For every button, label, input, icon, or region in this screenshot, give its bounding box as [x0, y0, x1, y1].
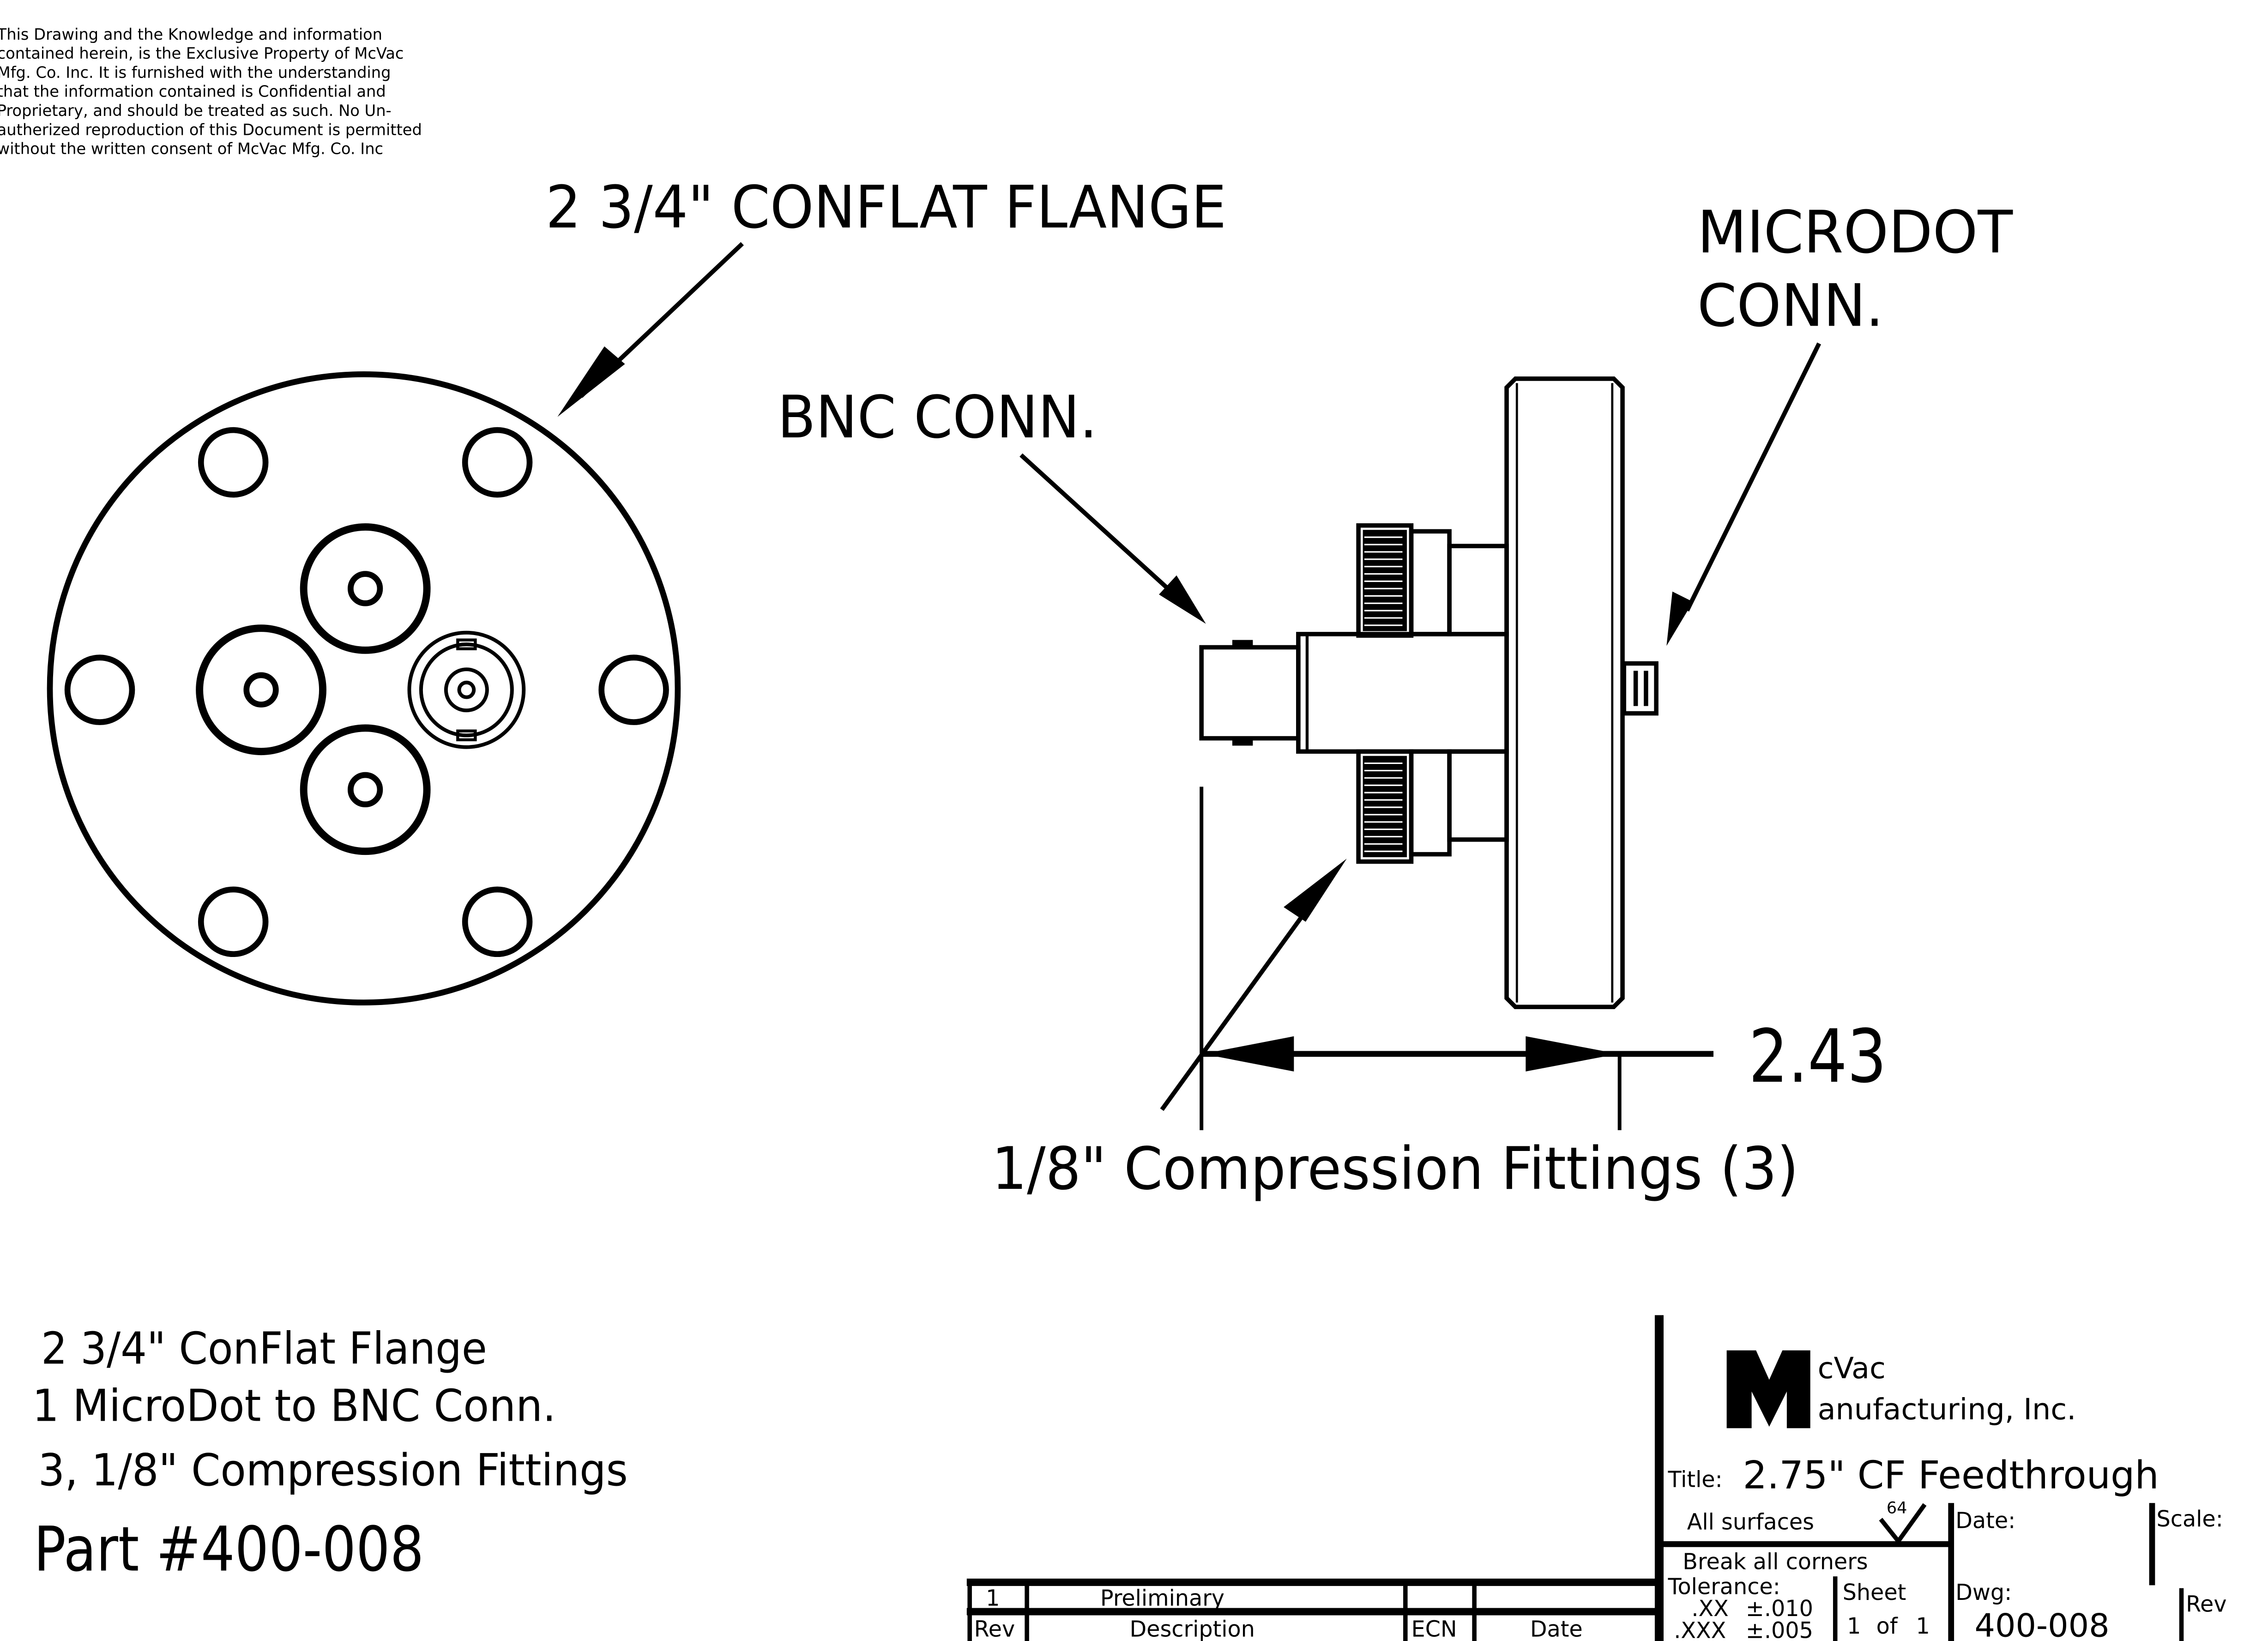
header-rev: Rev	[974, 1617, 1015, 1641]
tolerance-label: Tolerance:	[1668, 1574, 1780, 1599]
microdot-leader-line	[1685, 342, 1822, 612]
dimension-arrowhead-left-icon	[1203, 1036, 1294, 1072]
bnc-inner-ring	[419, 642, 514, 738]
bnc-insulator	[444, 667, 489, 713]
sheet-number: 1	[1847, 1614, 1861, 1639]
compression-callout-label: 1/8" Compression Fittings (3)	[992, 1134, 1798, 1203]
fitting-bore	[243, 672, 279, 708]
legal-line: Proprietary, and should be treated as su…	[0, 102, 392, 120]
fitting-body	[1409, 529, 1452, 636]
flange-outline	[47, 371, 681, 1005]
fitting-bore	[348, 571, 383, 606]
bnc-arrowhead-icon	[1159, 575, 1206, 624]
microdot-callout-label-line1: MICRODOT	[1697, 198, 2013, 266]
legal-notice: This Drawing and the Knowledge and infor…	[0, 25, 422, 158]
flange-callout-label: 2 3/4" CONFLAT FLANGE	[546, 173, 1226, 242]
sheet-of: of	[1876, 1614, 1898, 1639]
bolt-hole	[64, 654, 135, 725]
bnc-body-side	[1296, 632, 1509, 754]
compression-fitting	[300, 523, 431, 654]
dimension-value: 2.43	[1749, 1014, 1887, 1099]
tolerance-xx-value: ±.010	[1746, 1596, 1813, 1622]
bolt-hole	[462, 427, 533, 498]
bnc-bayonet-lug	[456, 638, 477, 650]
compression-fitting	[300, 724, 431, 855]
knurl-lines	[1364, 536, 1403, 626]
dwg-number: 400-008	[1975, 1607, 2110, 1641]
compression-leader-line	[1160, 900, 1315, 1111]
legal-line: Mfg. Co. Inc. It is furnished with the u…	[0, 63, 391, 81]
surface-finish-value: 64	[1887, 1499, 1907, 1518]
dimension-arrowhead-right-icon	[1526, 1036, 1618, 1072]
bnc-pin	[457, 680, 476, 699]
all-surfaces-label: All surfaces	[1687, 1509, 1814, 1535]
dimension-2-43: 2.43	[1200, 787, 1887, 1131]
date-label: Date:	[1955, 1508, 2015, 1533]
tolerance-xx-key: .XX	[1691, 1596, 1728, 1622]
scale-label: Scale:	[2157, 1507, 2223, 1532]
revision-table: 1 Preliminary Rev Description ECN Date	[966, 1578, 1658, 1641]
fitting-stem	[1447, 544, 1509, 636]
bolt-hole	[198, 886, 269, 957]
legal-line: autherized reproduction of this Document…	[0, 121, 422, 139]
compression-arrowhead-icon	[1284, 859, 1347, 922]
rev-cell: 1	[986, 1586, 1000, 1611]
legal-line: This Drawing and the Knowledge and infor…	[0, 25, 382, 43]
note-line: 3, 1/8" Compression Fittings	[38, 1445, 628, 1496]
flange-body-side	[1504, 376, 1625, 1009]
title-value: 2.75" CF Feedthrough	[1743, 1453, 2159, 1497]
part-notes: 2 3/4" ConFlat Flange 1 MicroDot to BNC …	[32, 1323, 628, 1585]
flange-front-view	[47, 371, 681, 1005]
bnc-callout-label: BNC CONN.	[778, 383, 1098, 451]
legal-line: contained herein, is the Exclusive Prope…	[0, 44, 404, 62]
fitting-stem	[1447, 749, 1509, 842]
title-block: cVac anufacturing, Inc. Title: 2.75" CF …	[1654, 1315, 2227, 1641]
knurl-lines	[1364, 762, 1403, 852]
title-label: Title:	[1668, 1467, 1723, 1492]
bnc-stud	[1232, 640, 1253, 649]
bnc-outer-ring	[407, 630, 526, 749]
legal-line: that the information contained is Confid…	[0, 83, 386, 101]
tolerance-xxx-key: .XXX	[1674, 1618, 1726, 1641]
part-number: Part #400-008	[34, 1514, 424, 1585]
bnc-stud	[1232, 737, 1253, 746]
rev-label: Rev	[2186, 1592, 2226, 1617]
bolt-hole	[462, 886, 533, 957]
flange-arrowhead-icon	[557, 346, 625, 417]
description-cell: Preliminary	[1100, 1586, 1224, 1611]
sheet-total: 1	[1916, 1614, 1930, 1639]
microdot-arrowhead-icon	[1666, 591, 1693, 646]
flange-side-view	[1199, 376, 1659, 1009]
note-line: 2 3/4" ConFlat Flange	[41, 1323, 487, 1374]
company-name-line1: cVac	[1818, 1351, 1886, 1385]
dwg-label: Dwg:	[1955, 1580, 2012, 1605]
note-line: 1 MicroDot to BNC Conn.	[32, 1381, 556, 1431]
header-description: Description	[1129, 1617, 1255, 1641]
compression-fitting	[196, 624, 326, 756]
bnc-leader-line	[1019, 453, 1184, 604]
company-logo: cVac anufacturing, Inc.	[1726, 1350, 2076, 1429]
fitting-bore	[348, 772, 383, 807]
bnc-bayonet-lug	[456, 729, 477, 741]
bnc-barrel	[1199, 645, 1301, 741]
header-date: Date	[1530, 1617, 1583, 1641]
legal-line: without the written consent of McVac Mfg…	[0, 140, 383, 158]
logo-m-icon	[1726, 1350, 1810, 1429]
header-ecn: ECN	[1411, 1617, 1457, 1641]
bolt-hole	[198, 427, 269, 498]
bolt-hole	[598, 654, 669, 725]
fitting-body	[1409, 749, 1452, 857]
microdot-callout-label-line2: CONN.	[1697, 272, 1884, 340]
microdot-connector-side	[1622, 661, 1659, 716]
break-corners-label: Break all corners	[1683, 1549, 1868, 1574]
company-name-line2: anufacturing, Inc.	[1818, 1392, 2076, 1426]
tolerance-xxx-value: ±.005	[1746, 1618, 1813, 1641]
sheet-label: Sheet	[1843, 1580, 1906, 1605]
